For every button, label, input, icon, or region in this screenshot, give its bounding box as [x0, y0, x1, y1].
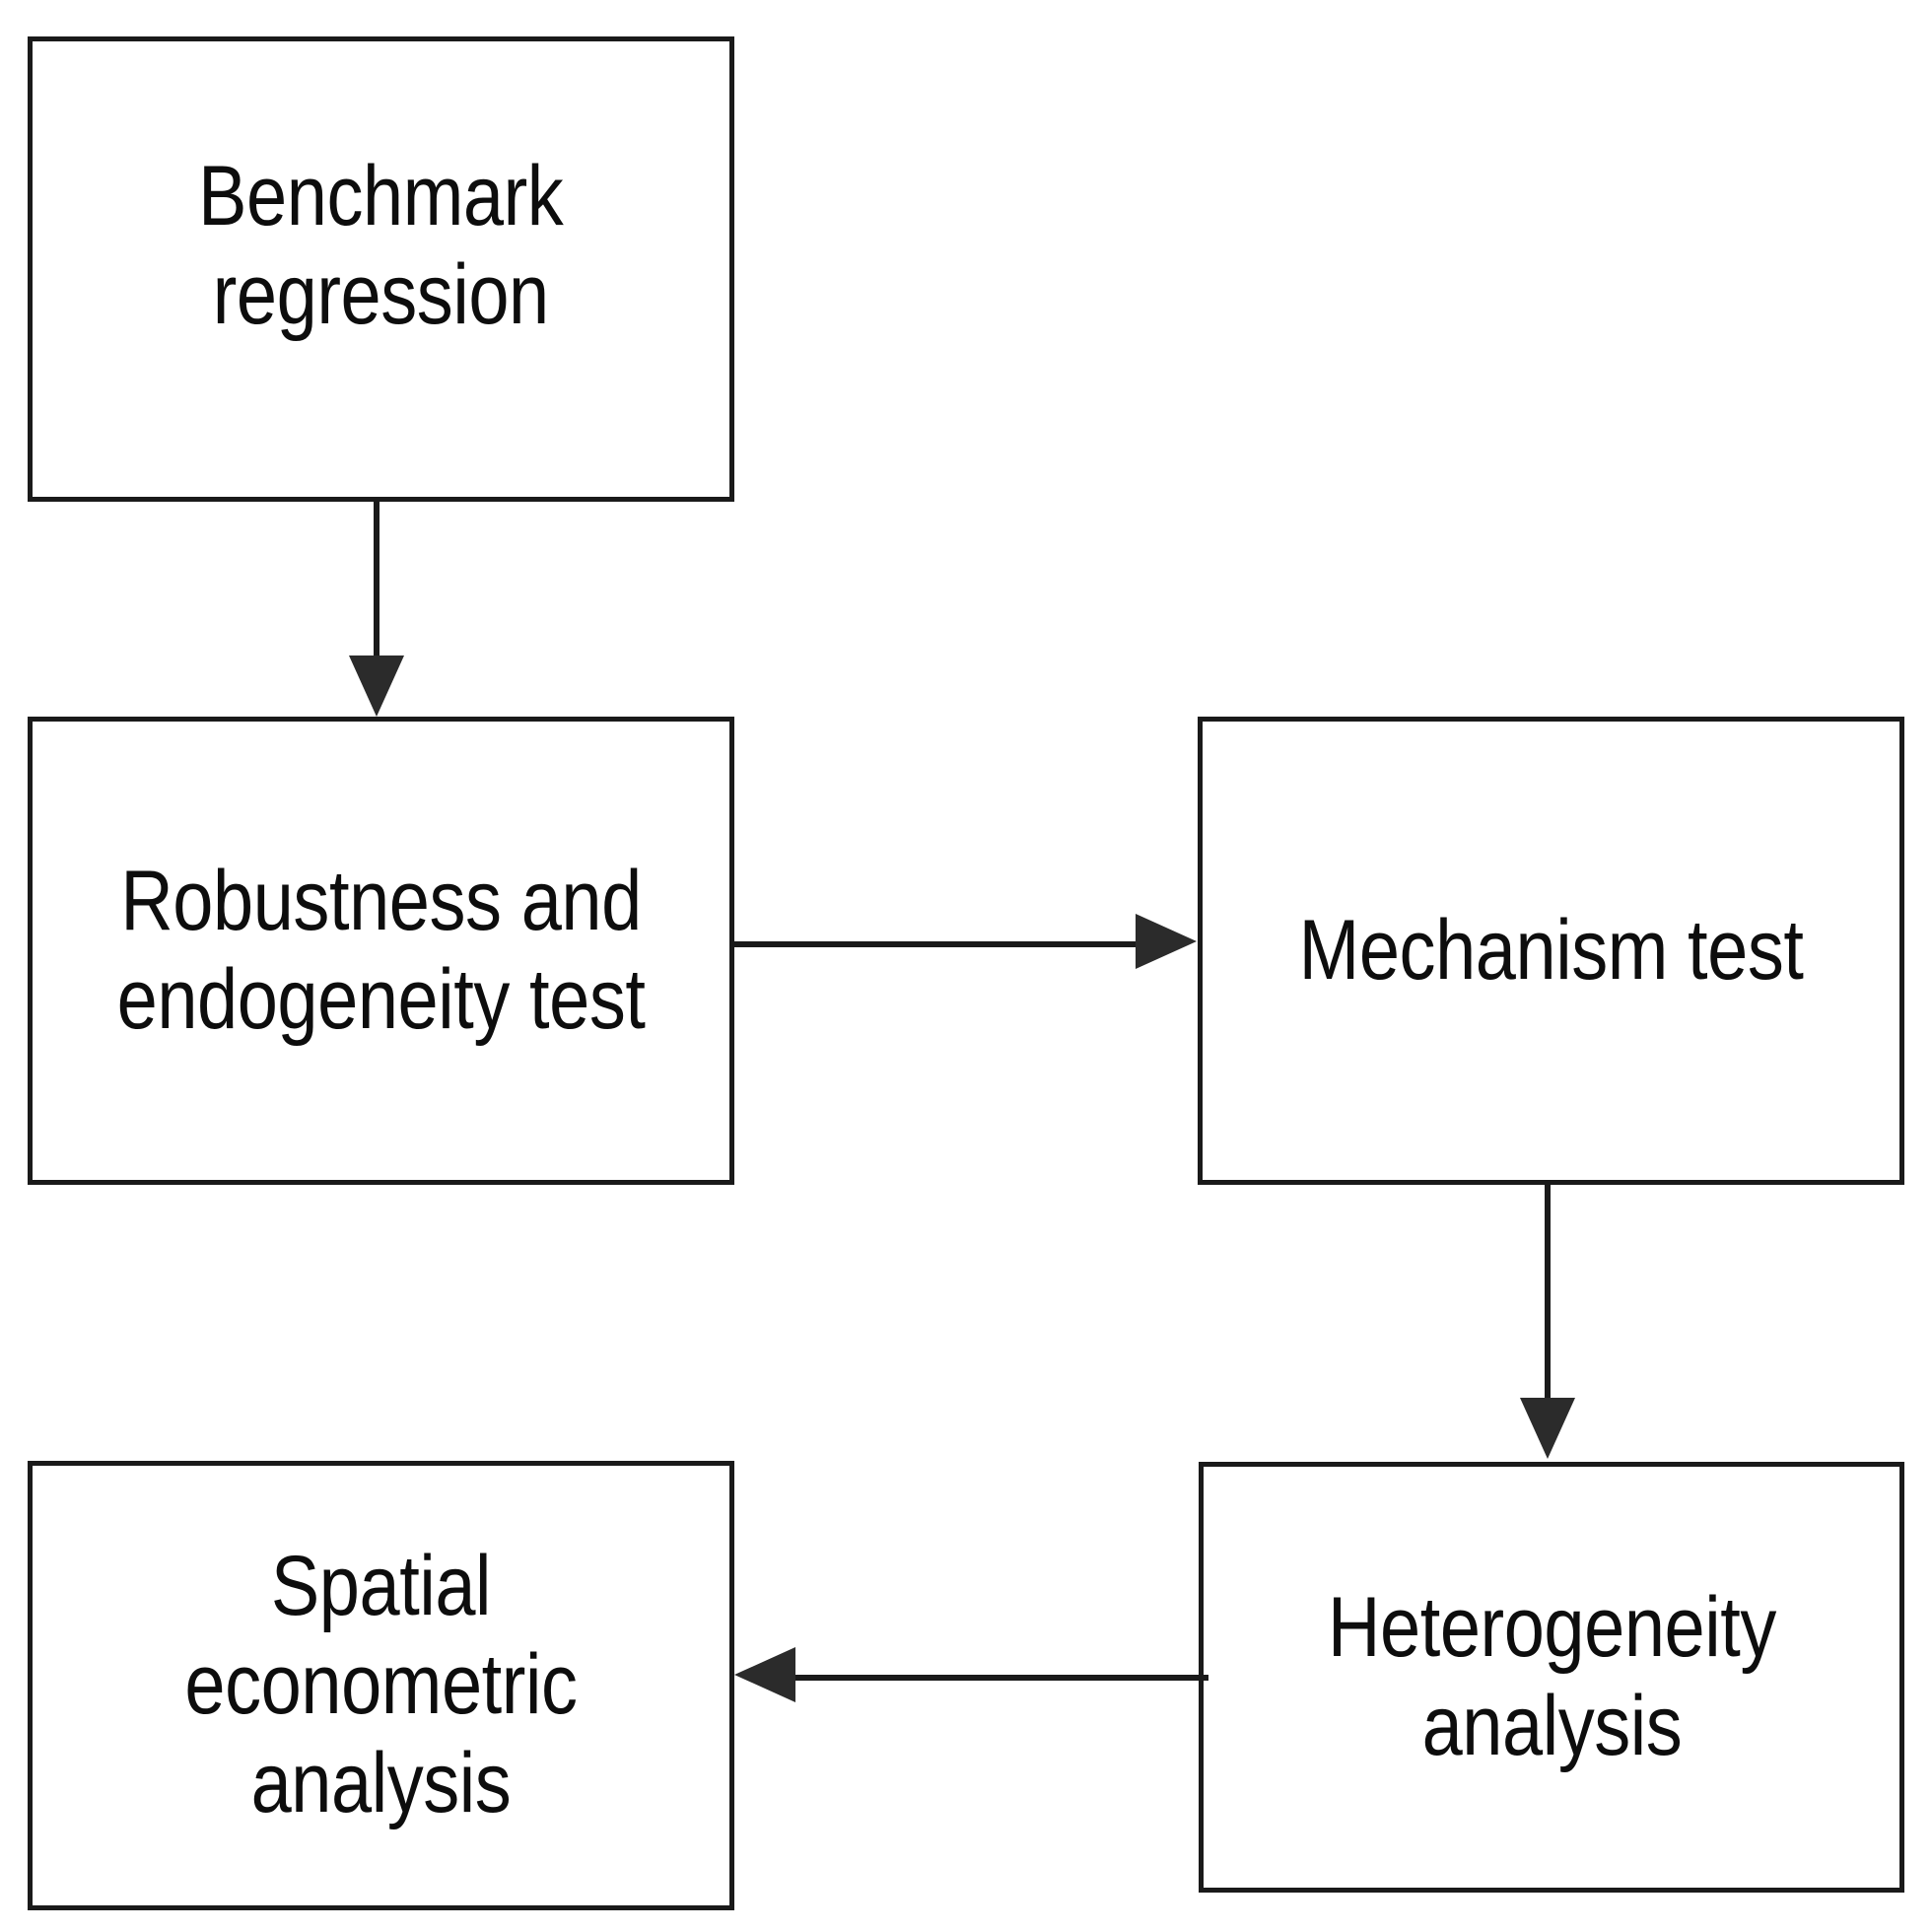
node-heterogeneity-analysis-label: Heterogeneity analysis [1327, 1579, 1776, 1773]
node-robustness-endogeneity-label: Robustness and endogeneity test [116, 853, 646, 1047]
node-spatial-econometric[interactable]: Spatial econometric analysis [28, 1461, 734, 1910]
edge-heterogeneity-to-spatial-line [789, 1675, 1208, 1681]
edge-mechanism-to-heterogeneity-line [1545, 1185, 1551, 1404]
edge-robustness-to-mechanism-line [734, 941, 1140, 947]
arrow-down-icon [349, 656, 404, 717]
node-mechanism-test-label: Mechanism test [1298, 902, 1804, 998]
edge-benchmark-to-robustness-line [374, 502, 380, 661]
arrow-right-icon [1136, 914, 1197, 969]
arrow-left-icon [734, 1647, 795, 1702]
node-benchmark-regression-label: Benchmark regression [198, 149, 564, 342]
node-spatial-econometric-label: Spatial econometric analysis [184, 1539, 578, 1830]
node-heterogeneity-analysis[interactable]: Heterogeneity analysis [1199, 1462, 1904, 1893]
arrow-down-icon [1520, 1398, 1575, 1459]
node-benchmark-regression[interactable]: Benchmark regression [28, 36, 734, 502]
node-mechanism-test[interactable]: Mechanism test [1198, 717, 1904, 1185]
node-robustness-endogeneity[interactable]: Robustness and endogeneity test [28, 717, 734, 1185]
